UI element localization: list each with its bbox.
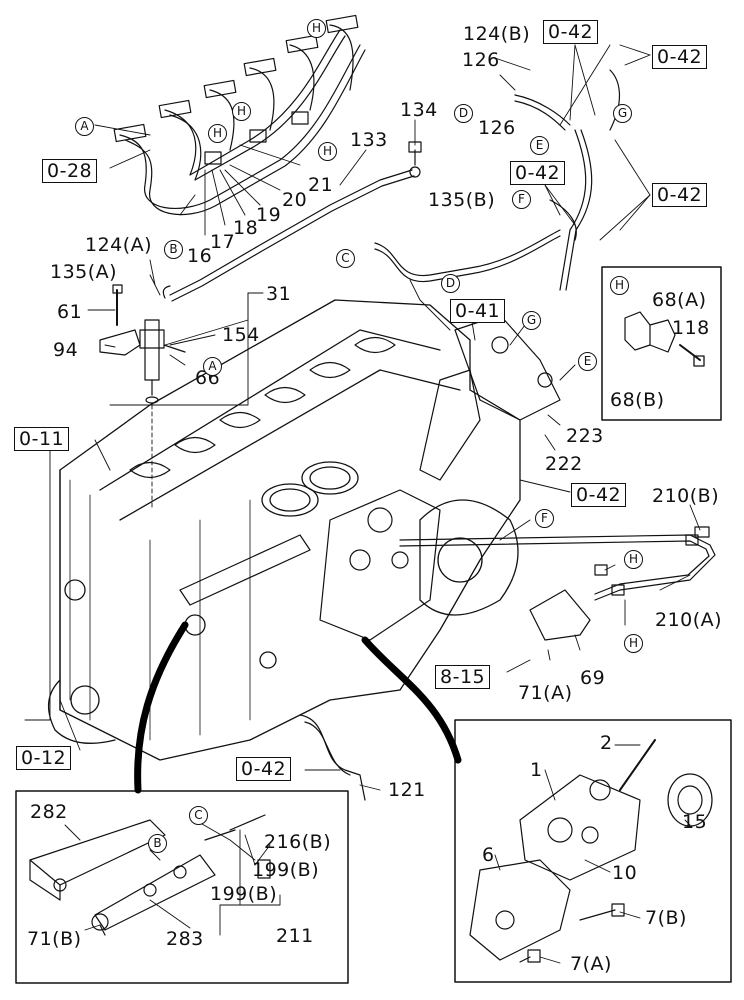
callout-283: 283	[166, 928, 204, 950]
marker-H-4: H	[318, 142, 337, 161]
rail-on-block	[179, 534, 311, 606]
return-pipe	[374, 229, 561, 277]
insert-panel-pump	[454, 719, 732, 983]
marker-H-3: H	[208, 124, 227, 143]
ref-0-28[interactable]: 0-28	[42, 159, 98, 183]
callout-126a: 126	[462, 49, 500, 71]
marker-A-2: A	[203, 357, 222, 376]
insert-panel-rail	[15, 790, 349, 984]
injector	[99, 284, 186, 511]
marker-H-box: H	[610, 276, 629, 295]
upper-right-pipes	[514, 69, 621, 291]
callout-69: 69	[580, 667, 606, 689]
marker-H-1: H	[307, 19, 326, 38]
pump-on-block	[319, 489, 441, 641]
insert-box-H	[601, 266, 722, 421]
marker-D-1: D	[454, 104, 473, 123]
callout-71B: 71(B)	[27, 928, 82, 950]
arrow-to-pump-inset	[361, 636, 462, 764]
callout-133: 133	[350, 129, 388, 151]
marker-G-2: G	[522, 311, 541, 330]
marker-H-2: H	[232, 102, 251, 121]
marker-A-1: A	[75, 117, 94, 136]
marker-G-1: G	[613, 104, 632, 123]
callout-282: 282	[30, 801, 68, 823]
ref-0-42-top[interactable]: 0-42	[543, 20, 599, 44]
callout-7A: 7(A)	[570, 953, 612, 975]
ref-0-12[interactable]: 0-12	[16, 746, 72, 770]
marker-F-2: F	[535, 509, 554, 528]
marker-E-2: E	[578, 352, 597, 371]
marker-H-6: H	[624, 634, 643, 653]
marker-B-2: B	[148, 834, 167, 853]
callout-199B-a: 199(B)	[252, 859, 320, 881]
callout-199B-b: 199(B)	[210, 883, 278, 905]
callout-94: 94	[53, 339, 79, 361]
callout-61: 61	[57, 301, 83, 323]
bracket-assembly	[419, 314, 561, 481]
callout-15: 15	[682, 811, 708, 833]
ref-0-42-low[interactable]: 0-42	[571, 483, 627, 507]
callout-135B: 135(B)	[428, 189, 496, 211]
callout-31: 31	[266, 283, 292, 305]
ref-0-42-bottom[interactable]: 0-42	[236, 757, 292, 781]
pump-detail	[469, 739, 713, 963]
ref-0-42-right-top[interactable]: 0-42	[652, 45, 708, 69]
pipes-210	[399, 526, 716, 601]
callout-134: 134	[400, 99, 438, 121]
ref-0-41[interactable]: 0-41	[450, 299, 506, 323]
ref-8-15[interactable]: 8-15	[435, 665, 491, 689]
callout-1: 1	[530, 759, 543, 781]
leader-lines	[24, 44, 701, 964]
ref-0-42-right-mid[interactable]: 0-42	[652, 183, 708, 207]
marker-C-1: C	[336, 249, 355, 268]
callout-6: 6	[482, 844, 495, 866]
callout-216B: 216(B)	[264, 831, 332, 853]
callout-222: 222	[545, 453, 583, 475]
callout-17: 17	[210, 231, 236, 253]
leak-off-pipe	[162, 141, 422, 302]
ref-0-42-mid[interactable]: 0-42	[510, 161, 566, 185]
callout-211: 211	[276, 925, 314, 947]
pipe-121	[299, 714, 366, 801]
callout-118: 118	[672, 317, 710, 339]
rail-detail	[29, 814, 271, 936]
marker-F-1: F	[512, 190, 531, 209]
callout-21: 21	[308, 174, 334, 196]
callout-223: 223	[566, 425, 604, 447]
callout-19: 19	[256, 204, 282, 226]
callout-154: 154	[222, 324, 260, 346]
marker-B-1: B	[164, 240, 183, 259]
callout-7B: 7(B)	[645, 907, 687, 929]
bracket-69	[529, 589, 591, 641]
marker-D-2: D	[441, 274, 460, 293]
callout-124A: 124(A)	[85, 234, 153, 256]
callout-10: 10	[612, 862, 638, 884]
callout-210B: 210(B)	[652, 485, 720, 507]
callout-121: 121	[388, 779, 426, 801]
marker-E-1: E	[530, 136, 549, 155]
marker-H-5: H	[624, 550, 643, 569]
engine-block	[48, 299, 521, 761]
callout-68B: 68(B)	[610, 389, 665, 411]
injection-pipes	[113, 14, 366, 216]
callout-68A: 68(A)	[652, 289, 707, 311]
callout-124B-top: 124(B)	[463, 23, 531, 45]
callout-20: 20	[282, 189, 308, 211]
marker-C-2: C	[189, 806, 208, 825]
ref-0-11[interactable]: 0-11	[14, 427, 70, 451]
callout-2: 2	[600, 732, 613, 754]
callout-16: 16	[187, 245, 213, 267]
callout-18: 18	[233, 217, 259, 239]
callout-210A: 210(A)	[655, 609, 723, 631]
arrow-to-rail-inset	[134, 621, 189, 794]
callout-126b: 126	[478, 117, 516, 139]
callout-135A: 135(A)	[50, 261, 118, 283]
callout-71A: 71(A)	[518, 682, 573, 704]
